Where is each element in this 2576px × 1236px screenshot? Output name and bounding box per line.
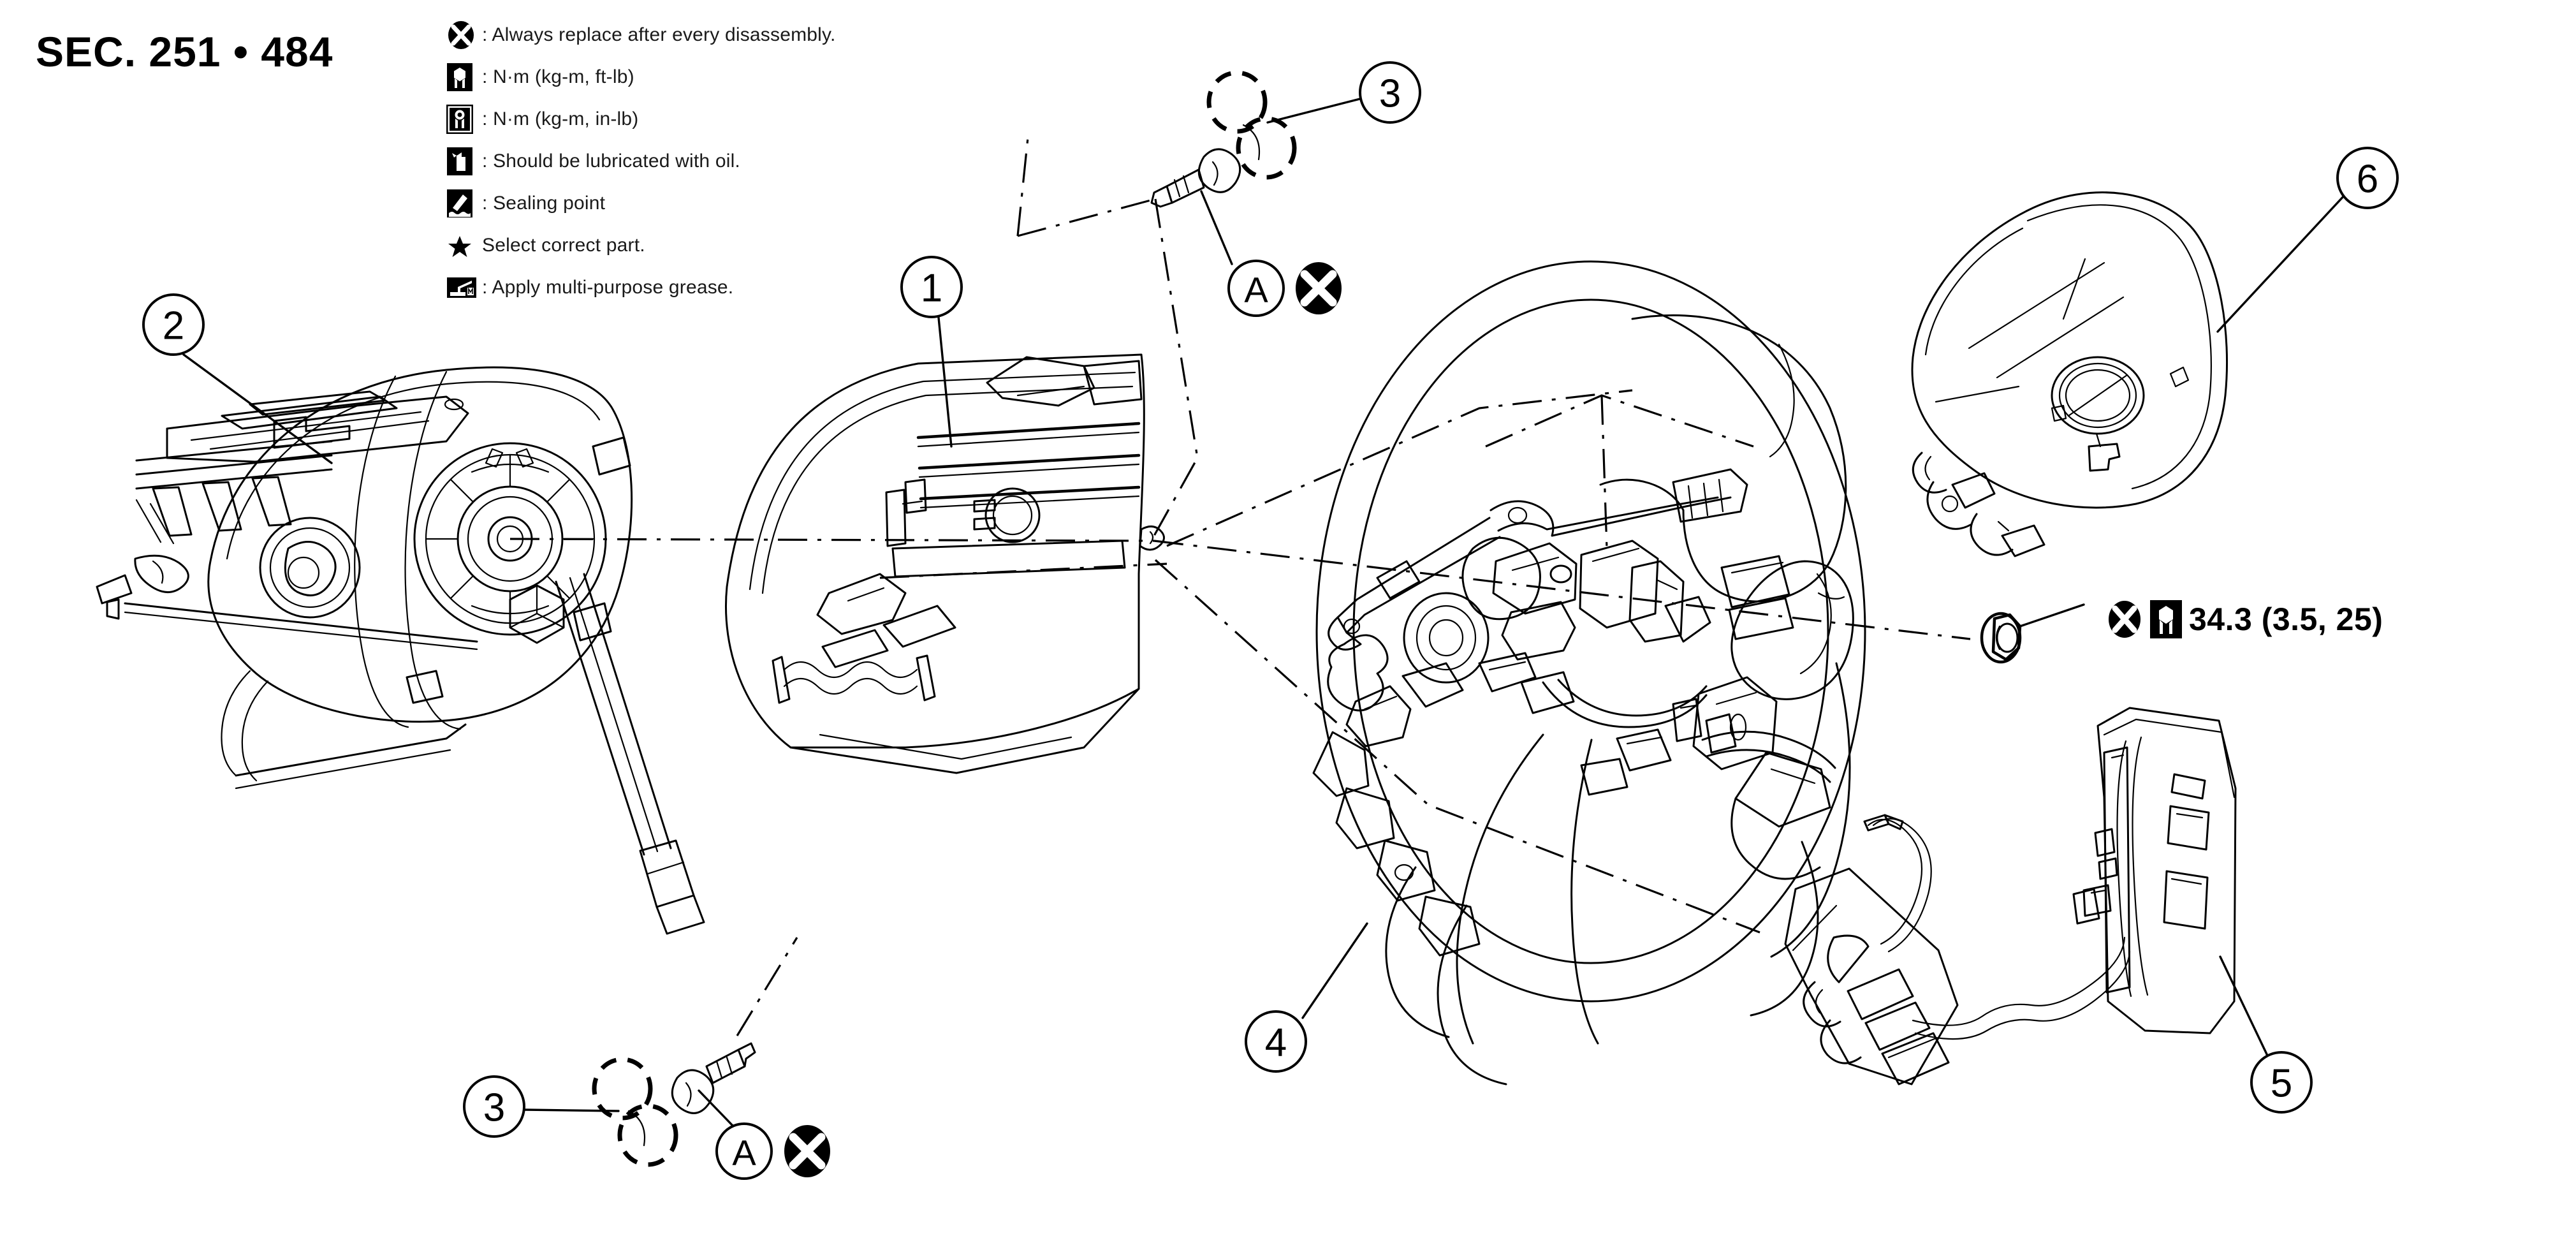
legend-item-select-part: Select correct part. [446,224,1020,267]
axis-line-main-mid [879,563,1167,579]
part-steering-wheel-nut [1980,612,2022,664]
axis-line-upper-2 [1017,198,1156,237]
callout-5[interactable]: 5 [2250,1051,2313,1114]
leader-line-5 [2219,955,2269,1057]
part-steering-column-upper-cover [724,353,1165,774]
wrench-ftlb-icon [446,62,479,92]
callout-label: 3 [1379,72,1401,116]
star-icon [446,230,479,261]
ref-mark-A-upper[interactable]: A [1227,260,1285,317]
axis-line-upper-1 [1016,137,1029,237]
legend-item-grease: : Apply multi-purpose grease. [446,267,1020,309]
leader-line-2 [182,353,333,464]
legend-item-nm-ftlb: : N·m (kg-m, ft-lb) [446,56,1020,98]
axis-line-diagonal-down [1154,559,1760,934]
section-title: SEC. 251 • 484 [36,28,333,75]
axis-line-main-left [509,538,1155,542]
legend-item-label: : Should be lubricated with oil. [482,151,740,172]
axis-line-diagonal-up [1166,389,1633,547]
wrench-inlb-icon [446,104,479,135]
callout-3-upper[interactable]: 3 [1359,61,1421,124]
callout-2[interactable]: 2 [142,293,205,356]
leader-line-nut-torque [2019,603,2085,628]
screw-hole-marks-upper [1206,70,1297,180]
x-replace-icon-upper [1296,262,1342,314]
callout-label: 2 [163,304,184,348]
leader-line-3-upper [1266,98,1361,124]
legend-item-lubricate: : Should be lubricated with oil. [446,140,1020,182]
legend-item-nm-inlb: : N·m (kg-m, in-lb) [446,98,1020,140]
legend-item-label: : Apply multi-purpose grease. [482,277,734,298]
leader-line-A-upper [1200,190,1233,265]
grease-gun-icon [446,272,479,303]
axis-line-lower-bolt [736,937,798,1036]
leader-line-3-lower [523,1108,620,1112]
callout-1[interactable]: 1 [900,256,963,318]
callout-3-lower[interactable]: 3 [463,1075,525,1138]
part-driver-air-bag-module [1911,191,2228,557]
part-steering-wheel-assembly [1312,260,1866,1085]
oil-can-icon [446,146,479,177]
callout-label: 6 [2357,158,2378,202]
legend-item-label: : Always replace after every disassembly… [482,24,836,45]
part-switch-bezel-right [2072,707,2237,1034]
part-spiral-cable-combination-switch [96,366,705,935]
legend-item-label: Select correct part. [482,235,645,256]
x-replace-icon-lower [784,1125,830,1177]
sealing-point-icon [446,188,479,219]
legend-item-label: : N·m (kg-m, in-lb) [482,108,639,129]
ref-mark-label: A [732,1133,756,1173]
leader-line-A-lower [698,1089,736,1129]
callout-6[interactable]: 6 [2336,147,2399,209]
callout-4[interactable]: 4 [1245,1010,1307,1073]
screw-hole-marks-lower [592,1057,678,1167]
ref-mark-label: A [1244,270,1268,310]
legend-item-label: : N·m (kg-m, ft-lb) [482,66,634,87]
part-bolt-lower [671,1042,756,1114]
legend-item-always-replace: : Always replace after every disassembly… [446,14,1020,56]
callout-label: 5 [2271,1062,2292,1106]
x-replace-icon [446,20,479,50]
torque-spec: 34.3 (3.5, 25) [2106,600,2383,639]
axis-line-main-right [1153,540,1971,640]
torque-value: 34.3 (3.5, 25) [2189,601,2383,637]
legend: : Always replace after every disassembly… [446,14,1020,309]
part-switch-left [1784,814,2131,1085]
x-replace-icon [2106,600,2143,639]
ref-mark-A-lower[interactable]: A [715,1122,773,1180]
legend-item-label: : Sealing point [482,193,606,214]
leader-line-6 [2216,194,2346,333]
callout-label: 4 [1265,1021,1287,1065]
wrench-ftlb-icon [2149,600,2183,639]
leader-line-1 [937,316,953,448]
part-bolt-upper [1150,148,1241,208]
axis-line-upper-3 [1153,198,1199,536]
callout-label: 3 [483,1086,505,1130]
legend-item-sealing-point: : Sealing point [446,182,1020,224]
callout-label: 1 [921,267,942,311]
leader-line-4 [1301,922,1368,1019]
